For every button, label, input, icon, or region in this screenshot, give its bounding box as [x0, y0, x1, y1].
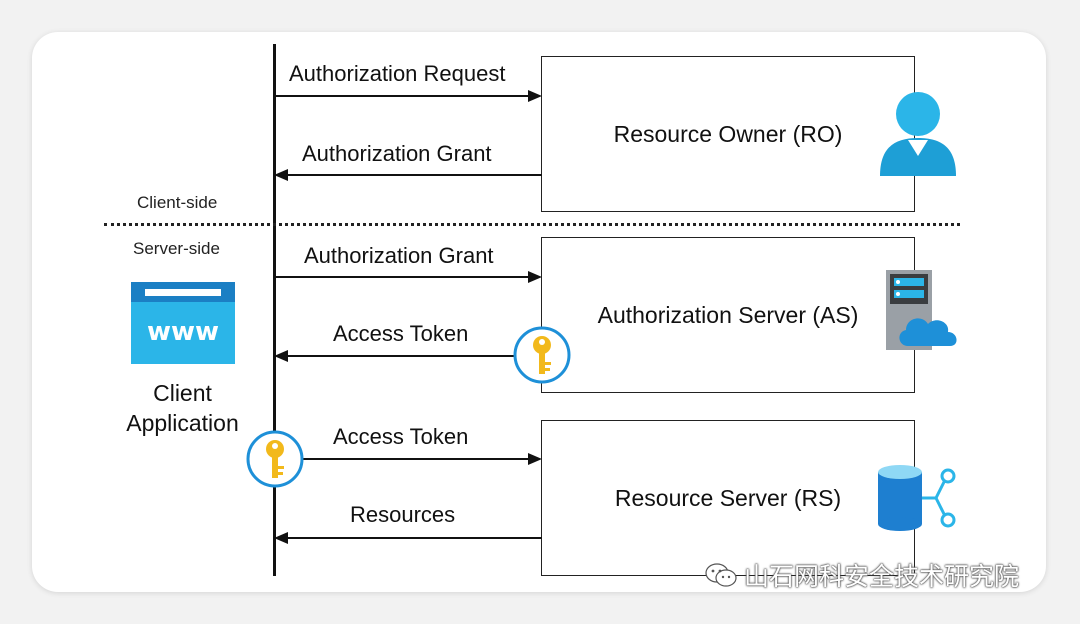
- resource-owner-label: Resource Owner (RO): [613, 120, 843, 147]
- msg-resources: Resources: [350, 502, 456, 527]
- client-lifeline: [273, 44, 276, 576]
- arrow-authorization-request: [274, 90, 542, 102]
- client-application-label: Client Application: [110, 378, 255, 438]
- msg-access-token-1: Access Token: [333, 321, 469, 346]
- database-share-icon: [876, 464, 960, 537]
- server-cloud-icon: [884, 268, 964, 357]
- client-label-line2: Application: [126, 410, 239, 436]
- resource-server-box: Resource Server (RS): [541, 420, 915, 576]
- arrow-authorization-grant-1: [274, 169, 542, 181]
- resource-owner-box: Resource Owner (RO): [541, 56, 915, 212]
- watermark-text: 山石网科安全技术研究院: [744, 563, 1020, 591]
- user-icon: [878, 90, 958, 183]
- resource-server-label: Resource Server (RS): [614, 484, 842, 511]
- authorization-server-label: Authorization Server (AS): [597, 301, 859, 328]
- arrow-authorization-grant-2: [274, 271, 542, 283]
- msg-access-token-2: Access Token: [333, 424, 469, 449]
- server-side-label: Server-side: [133, 239, 220, 258]
- arrow-access-token-2: [274, 453, 542, 465]
- svg-text:www: www: [147, 317, 219, 347]
- arrow-resources: [274, 532, 542, 544]
- authorization-server-box: Authorization Server (AS): [541, 237, 915, 393]
- watermark: 山石网科安全技术研究院: [704, 558, 1019, 592]
- zone-divider: [104, 223, 960, 226]
- client-side-label: Client-side: [137, 193, 218, 212]
- key-icon: [246, 430, 304, 493]
- msg-authorization-grant-1: Authorization Grant: [302, 141, 492, 166]
- msg-authorization-request: Authorization Request: [289, 61, 506, 86]
- msg-authorization-grant-2: Authorization Grant: [304, 243, 494, 268]
- arrow-access-token-1: [274, 350, 542, 362]
- wechat-icon: [705, 563, 737, 587]
- client-label-line1: Client: [153, 380, 212, 406]
- key-icon: [513, 326, 571, 389]
- www-icon: www: [131, 282, 235, 369]
